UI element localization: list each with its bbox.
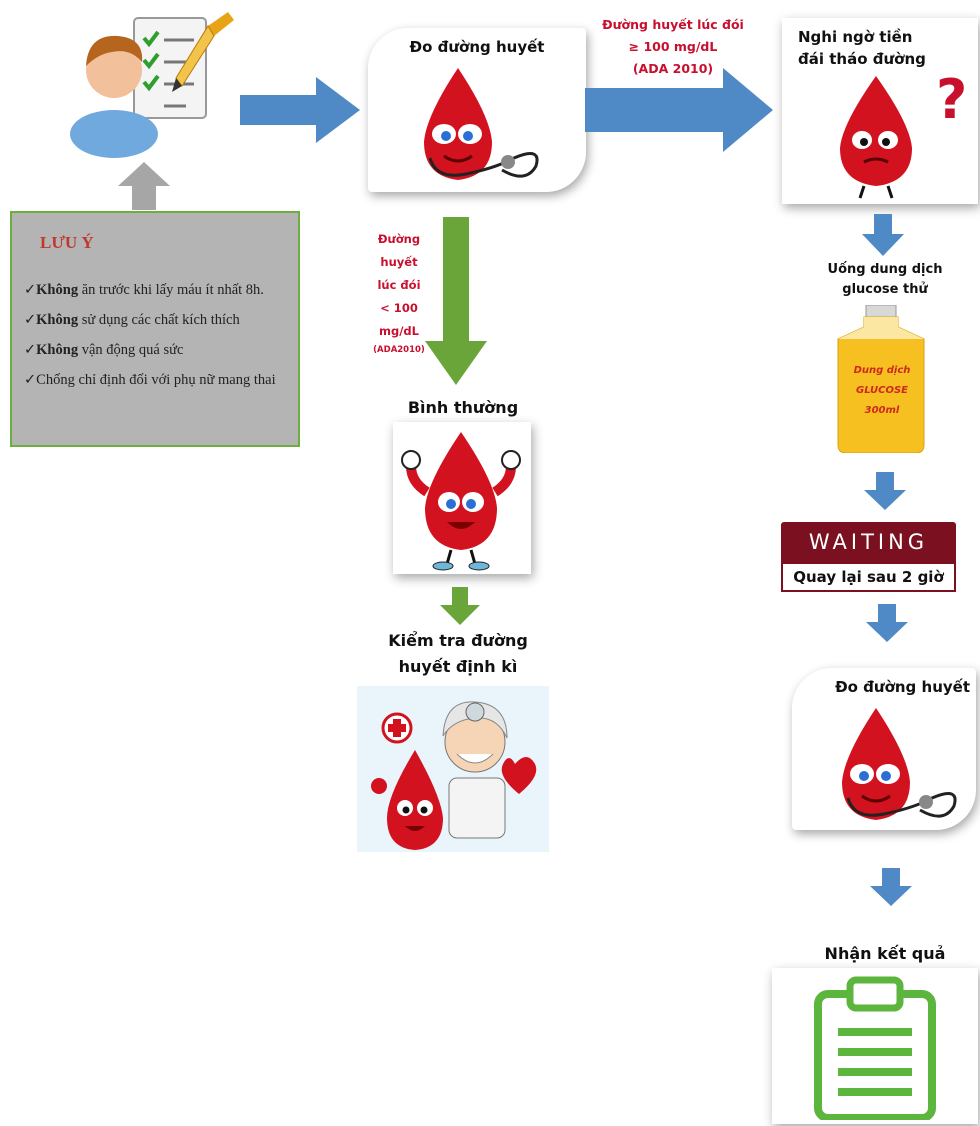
normal-card [393, 422, 531, 574]
user-checklist-icon [68, 8, 236, 158]
measure-card-1: Đo đường huyết [368, 28, 586, 192]
measure-title-2: Đo đường huyết [835, 678, 970, 696]
list-item: ✓Không sử dụng các chất kích thích [24, 312, 240, 328]
note-box: LƯU Ý ✓Không ăn trước khi lấy máu ít nhấ… [10, 211, 300, 447]
normal-title: Bình thường [407, 398, 519, 417]
drink-title: Uống dung dịch glucose thử [827, 262, 943, 297]
return-after-label: Quay lại sau 2 giờ [781, 562, 956, 592]
glucose-bottle-icon: Dung dịch GLUCOSE 300ml [836, 305, 928, 453]
arrow-down-green [425, 217, 487, 385]
blood-drop-stethoscope-icon [424, 68, 539, 180]
blood-drop-stethoscope-icon [842, 708, 957, 820]
condition-low: Đường huyết lúc đói < 100 mg/dL (ADA2010… [373, 232, 425, 355]
suspect-card: Nghi ngờ tiền đái tháo đường ? [782, 18, 978, 204]
waiting-banner: WAITING [781, 522, 956, 562]
arrow-down-blue-2 [864, 472, 906, 510]
arrow-down-green-small [440, 587, 480, 625]
doctor-card [357, 686, 549, 852]
arrow-down-blue-4 [870, 868, 912, 906]
blood-drop-muscle-icon [401, 432, 521, 571]
result-card [772, 968, 978, 1124]
result-title: Nhận kết quả [824, 944, 946, 963]
arrow-down-blue-3 [866, 604, 908, 642]
doctor-blood-drop-icon [371, 701, 537, 850]
clipboard-icon [814, 976, 936, 1120]
note-title: LƯU Ý [40, 233, 94, 252]
list-item: ✓Chống chỉ định đối với phụ nữ mang thai [24, 372, 276, 388]
svg-text:?: ? [936, 68, 967, 131]
arrow-right-blue [240, 75, 360, 145]
arrow-down-blue-1 [862, 214, 904, 256]
blood-drop-question-icon: ? [840, 68, 967, 199]
measure-title-1: Đo đường huyết [409, 38, 545, 56]
list-item: ✓Không vận động quá sức [24, 342, 184, 358]
measure-card-2: Đo đường huyết [792, 668, 976, 830]
list-item: ✓Không ăn trước khi lấy máu ít nhất 8h. [24, 282, 264, 298]
note-list: ✓Không ăn trước khi lấy máu ít nhất 8h. … [24, 275, 276, 395]
bottle-label: Dung dịch GLUCOSE 300ml [853, 365, 911, 416]
condition-high: Đường huyết lúc đói ≥ 100 mg/dL (ADA 201… [602, 17, 744, 76]
suspect-title: Nghi ngờ tiền đái tháo đường [798, 28, 926, 68]
periodic-title: Kiểm tra đường huyết định kì [388, 631, 528, 676]
arrow-up-gray [118, 162, 170, 210]
arrow-right-blue-2 [585, 68, 773, 152]
